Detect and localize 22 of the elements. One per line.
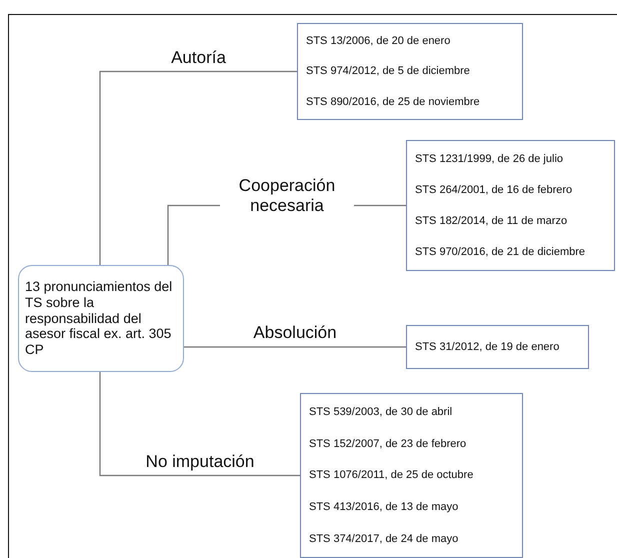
ruling-entry: STS 182/2014, de 11 de marzo (415, 215, 568, 228)
ruling-entry: STS 890/2016, de 25 de noviembre (306, 96, 481, 108)
ruling-entry: STS 13/2006, de 20 de enero (306, 35, 452, 48)
ruling-entry: STS 970/2016, de 21 de diciembre (415, 246, 586, 258)
connector-line (99, 372, 300, 476)
ruling-list-box (297, 23, 523, 120)
topic-text: 13 pronunciamientos del TS sobre la responsabilidad del asesor fiscal ex. art. 305 CP (25, 278, 174, 358)
ruling-entry: STS 1231/1999, de 26 de julio (415, 152, 564, 165)
ruling-entry: STS 413/2016, de 13 de mayo (309, 501, 460, 514)
topic-box (18, 265, 184, 372)
connector-line (184, 346, 406, 348)
ruling-list-box (406, 325, 589, 369)
ruling-list-box (300, 393, 523, 558)
ruling-entry: STS 264/2001, de 16 de febrero (415, 184, 574, 196)
ruling-entry: STS 374/2017, de 24 de mayo (309, 533, 460, 546)
ruling-entry: STS 974/2012, de 5 de diciembre (306, 65, 471, 78)
ruling-entry: STS 539/2003, de 30 de abril (309, 406, 454, 418)
ruling-entry: STS 31/2012, de 19 de enero (415, 341, 560, 353)
ruling-entry: STS 1076/2011, de 25 de octubre (309, 469, 474, 482)
ruling-entry: STS 152/2007, de 23 de febrero (309, 438, 468, 450)
ruling-list-box (406, 140, 615, 271)
connector-line (99, 70, 297, 265)
